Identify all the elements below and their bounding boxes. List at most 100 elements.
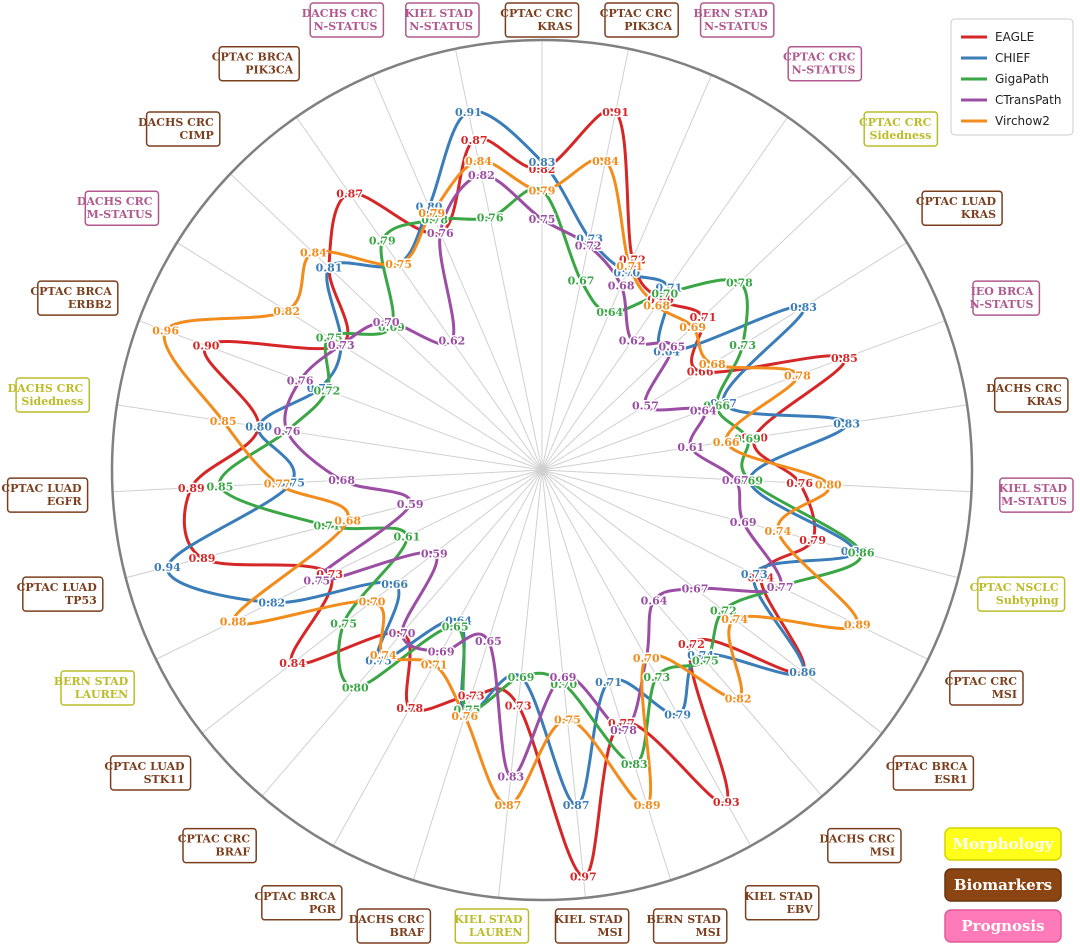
data-label: 0.75 [303, 575, 330, 588]
data-label: 0.93 [713, 796, 740, 809]
data-label: 0.79 [529, 185, 556, 198]
data-label: 0.76 [427, 227, 454, 240]
axis-label-line: DACHS CRC [349, 913, 425, 926]
data-label: 0.76 [287, 374, 314, 387]
spoke-line [541, 173, 855, 471]
axis-label-box [949, 670, 1024, 706]
data-label: 0.76 [451, 710, 478, 723]
category-legend-item: Biomarkers [944, 868, 1062, 902]
data-label: 0.69 [679, 321, 706, 334]
data-label: 0.76 [427, 227, 454, 240]
data-label: 0.71 [656, 282, 683, 295]
data-label: 0.74 [370, 649, 397, 662]
legend-item: CTransPath [961, 93, 1061, 107]
data-label: 0.67 [568, 275, 595, 288]
spoke-line [541, 469, 672, 881]
data-label: 0.75 [692, 654, 719, 667]
spoke-line [541, 242, 908, 471]
legend-item: Virchow2 [961, 114, 1050, 128]
data-label: 0.84 [592, 155, 619, 168]
data-label: 0.64 [596, 306, 623, 319]
data-label: 0.70 [359, 596, 386, 609]
axis-label-line: LAUREN [469, 926, 522, 939]
axis-label-box [977, 576, 1066, 612]
data-label: 0.70 [741, 431, 768, 444]
data-label: 0.79 [418, 207, 445, 220]
axis-label-box [261, 885, 343, 921]
category-label: Morphology [953, 835, 1055, 853]
axis-label-line: KIEL STAD [454, 913, 523, 926]
axis-label-box [604, 2, 679, 38]
category-legend-item: Prognosis [944, 909, 1062, 943]
spoke-line [125, 469, 543, 579]
data-label: 0.78 [396, 702, 423, 715]
axis-label-line: CPTAC LUAD [916, 195, 997, 208]
data-label: 0.67 [682, 582, 709, 595]
axis-label-line: DACHS CRC [302, 7, 378, 20]
data-label: 0.72 [619, 253, 646, 266]
axis-label-line: CPTAC CRC [600, 7, 673, 20]
axis-label-box [652, 908, 728, 944]
data-label: 0.69 [734, 433, 761, 446]
data-label: 0.64 [690, 404, 717, 417]
data-label: 0.80 [416, 201, 443, 214]
axis-label-box [699, 2, 775, 38]
data-label: 0.71 [595, 676, 622, 689]
axis-label-line: CPTAC CRC [783, 51, 856, 64]
axis-label-line: N-STATUS [409, 20, 473, 33]
axis-label-line: PIK3CA [624, 20, 672, 33]
data-label: 0.87 [563, 799, 590, 812]
axis-label-line: CPTAC CRC [500, 7, 573, 20]
data-label: 0.70 [550, 678, 577, 691]
data-label: 0.66 [381, 578, 408, 591]
data-label: 0.80 [245, 421, 272, 434]
data-label: 0.59 [421, 547, 448, 560]
data-label: 0.86 [789, 666, 816, 679]
axis-label-box [921, 190, 1003, 226]
data-label: 0.77 [767, 581, 794, 594]
legend-label: EAGLE [995, 30, 1034, 44]
data-label: 0.87 [336, 188, 363, 201]
axis-label-line: TP53 [65, 594, 97, 607]
axis-label-line: CPTAC BRCA [886, 760, 968, 773]
data-label: 0.87 [461, 134, 488, 147]
data-label: 0.72 [575, 239, 602, 252]
spoke-line [295, 116, 543, 471]
data-label: 0.62 [439, 335, 466, 348]
series-line-eagle [182, 108, 847, 878]
data-label: 0.71 [421, 658, 448, 671]
legend-item: GigaPath [961, 72, 1049, 86]
data-label: 0.71 [616, 260, 643, 273]
axis-label-box [827, 827, 902, 864]
data-label: 0.73 [458, 690, 485, 703]
axis-label-line: CPTAC CRC [859, 116, 932, 129]
spoke-line [541, 320, 946, 471]
spoke-line [412, 469, 543, 881]
spoke-line [371, 74, 543, 471]
legend-label: CHIEF [995, 51, 1031, 65]
spoke-line [541, 469, 823, 797]
data-label: 0.73 [505, 699, 532, 712]
data-label: 0.76 [477, 211, 504, 224]
data-label: 0.69 [508, 671, 535, 684]
axis-label-line: DACHS CRC [138, 116, 214, 129]
category-swatch [944, 909, 1062, 943]
category-legend-item: Morphology [944, 827, 1062, 861]
axis-label-box [892, 755, 975, 791]
axis-label-line: M-STATUS [87, 208, 153, 221]
data-label: 0.83 [790, 301, 817, 314]
spoke-line [176, 242, 543, 471]
axis-label-box [309, 2, 385, 38]
series-lines [162, 108, 863, 878]
